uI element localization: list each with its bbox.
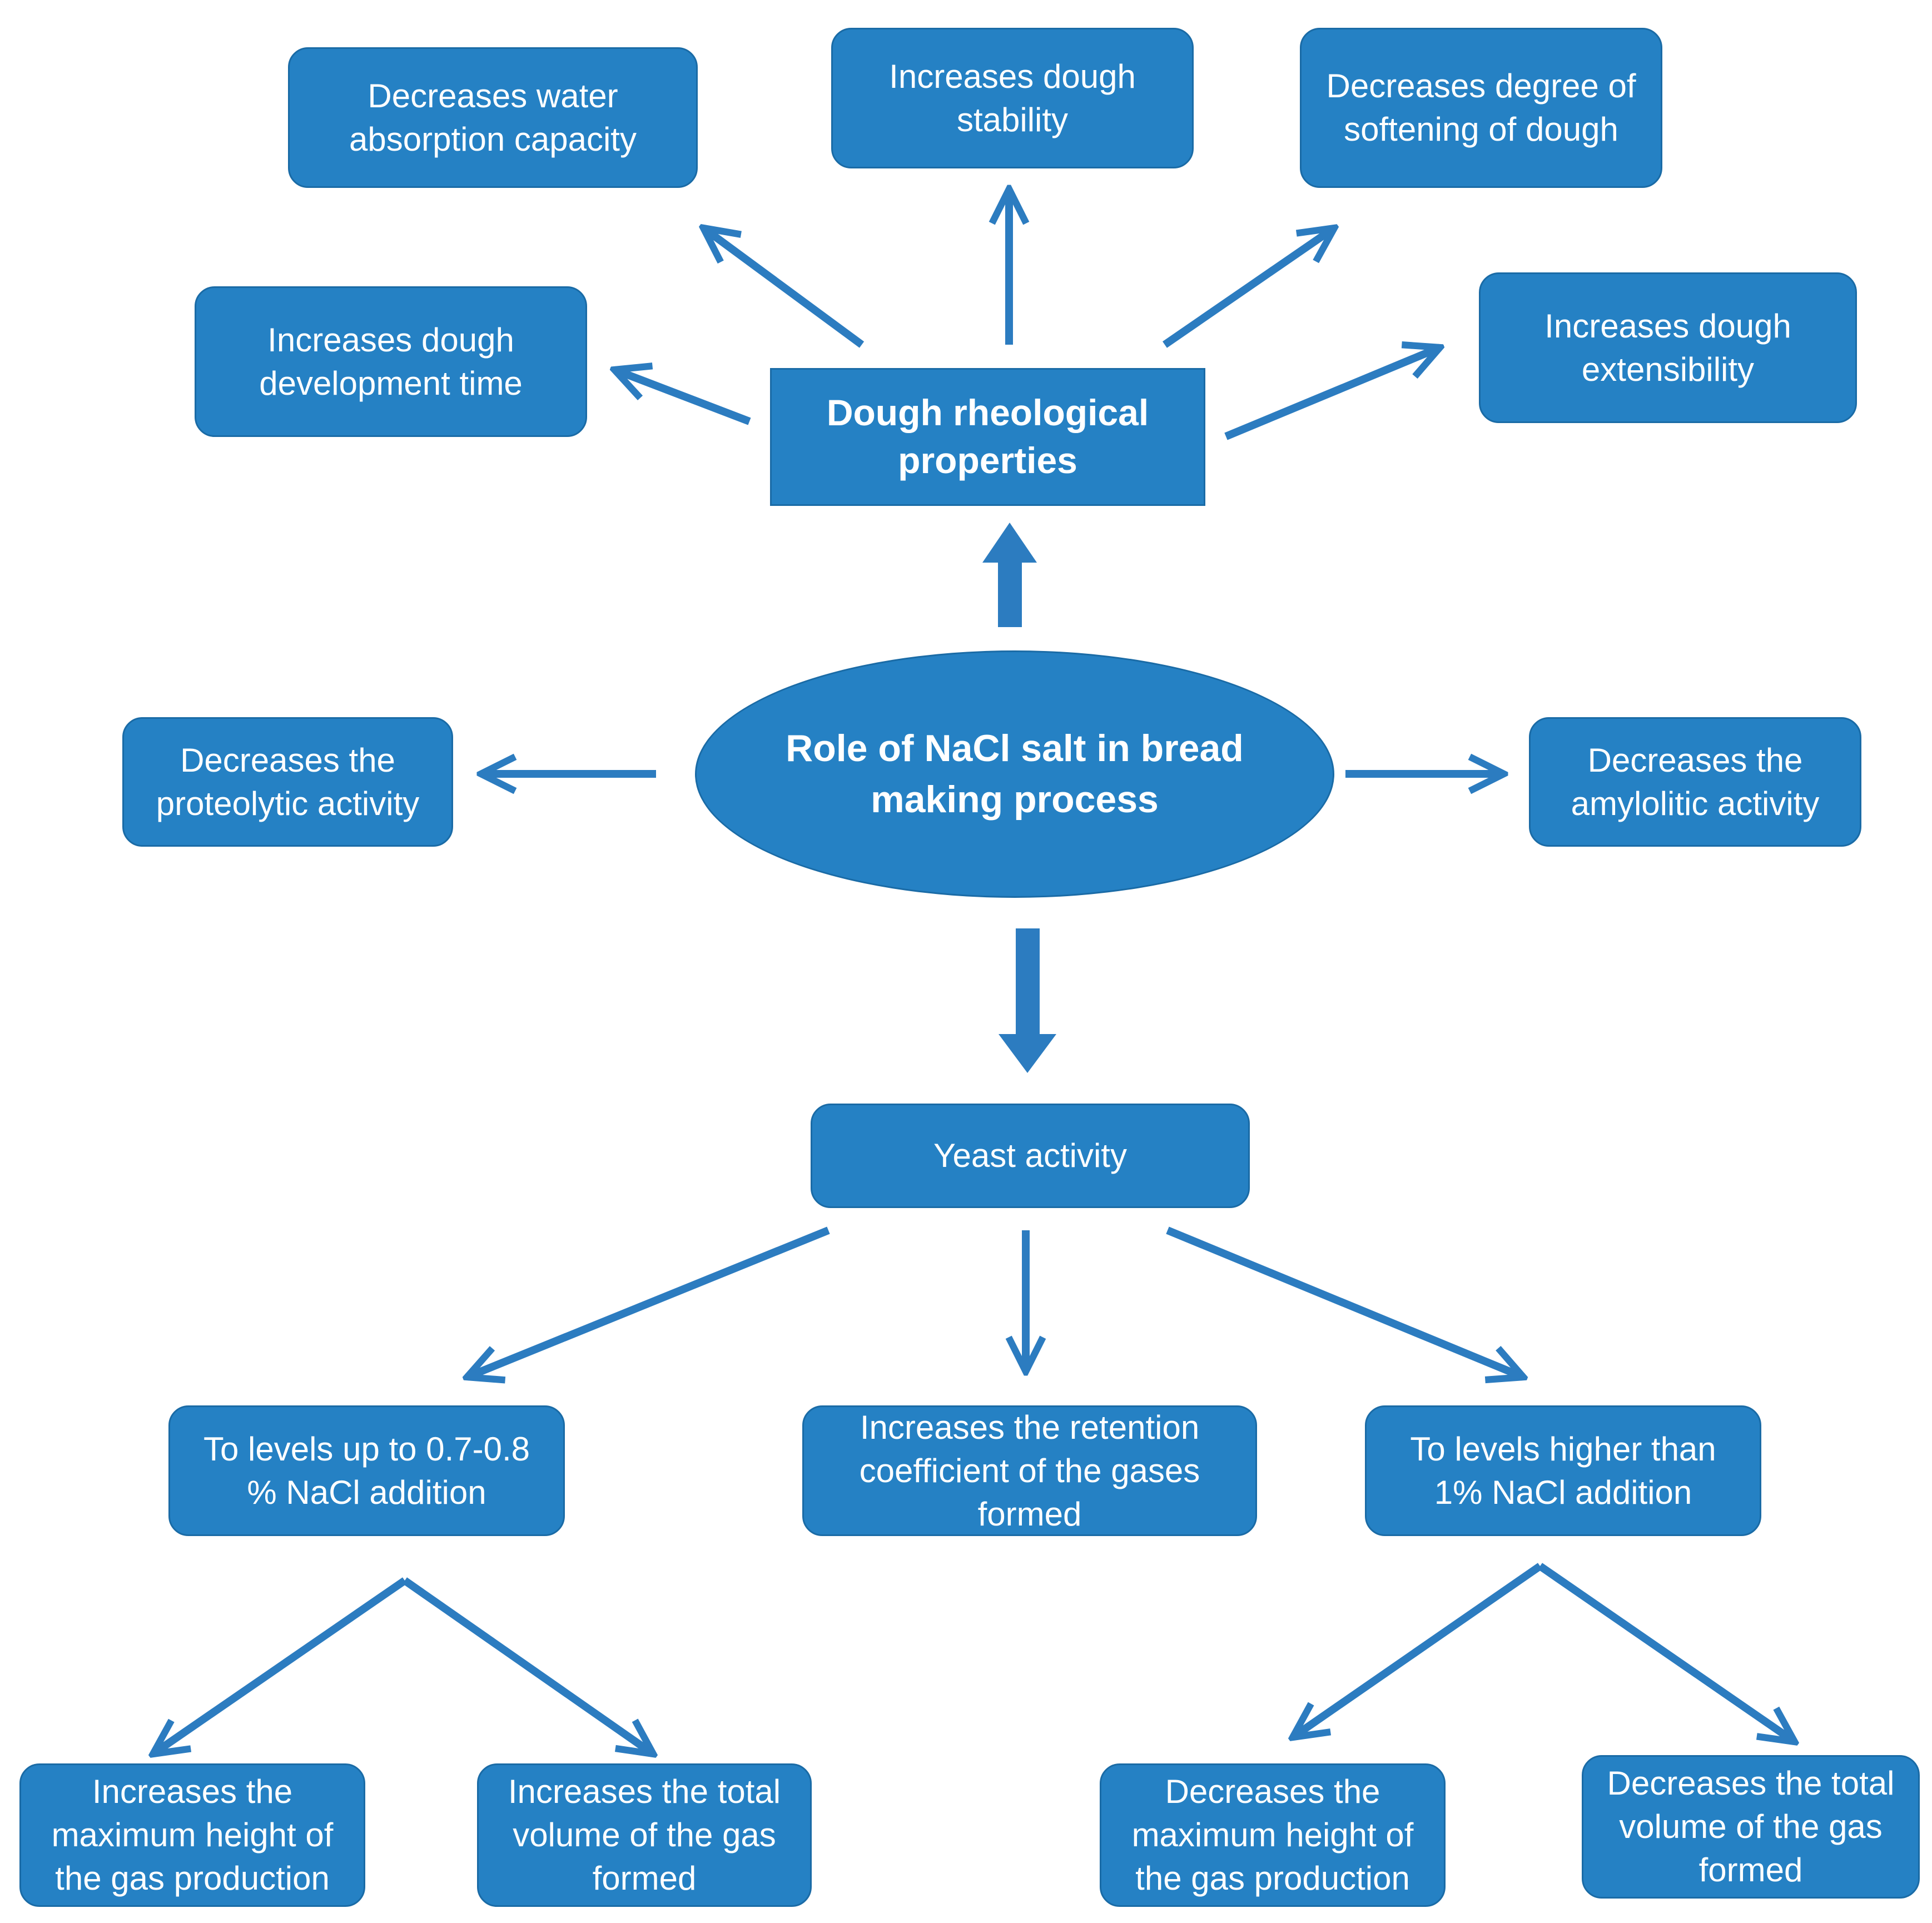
arrow-to-high-level [1166, 1226, 1523, 1377]
arrow-to-water-absorption [703, 228, 865, 348]
arrow-to-high-volume [1538, 1563, 1795, 1742]
proteolytic-box: Decreases the proteolytic activity [122, 717, 453, 847]
arrow-to-low-level [467, 1226, 830, 1377]
arrow-to-development-time [614, 370, 751, 425]
softening-box: Decreases degree of softening of dough [1300, 28, 1662, 188]
retention-box: Increases the retention coefficient of t… [802, 1405, 1257, 1536]
arrow-to-extensibility [1224, 347, 1440, 440]
rheology-box: Dough rheological properties [770, 368, 1205, 506]
low-volume-box: Increases the total volume of the gas fo… [477, 1763, 812, 1907]
low-height-box: Increases the maximum height of the gas … [19, 1763, 365, 1907]
arrow-to-low-volume [402, 1577, 653, 1754]
block-arrow-down-to-yeast [999, 928, 1056, 1073]
low-level-box: To levels up to 0.7-0.8 % NaCl addition [168, 1405, 565, 1536]
high-volume-box: Decreases the total volume of the gas fo… [1582, 1755, 1920, 1899]
water-absorption-box: Decreases water absorption capacity [288, 47, 698, 188]
high-level-box: To levels higher than 1% NaCl addition [1365, 1405, 1761, 1536]
arrow-to-softening [1163, 228, 1334, 348]
extensibility-box: Increases dough extensibility [1479, 272, 1857, 423]
yeast-activity-box: Yeast activity [811, 1104, 1250, 1208]
stability-box: Increases dough stability [831, 28, 1194, 168]
center-ellipse: Role of NaCl salt in bread making proces… [695, 650, 1334, 898]
high-height-box: Decreases the maximum height of the gas … [1100, 1763, 1446, 1907]
amylolitic-box: Decreases the amylolitic activity [1529, 717, 1861, 847]
arrow-to-low-height [153, 1577, 407, 1754]
development-time-box: Increases dough development time [195, 286, 587, 437]
arrow-to-high-height [1293, 1563, 1542, 1737]
block-arrow-up-to-rheology [982, 523, 1037, 627]
